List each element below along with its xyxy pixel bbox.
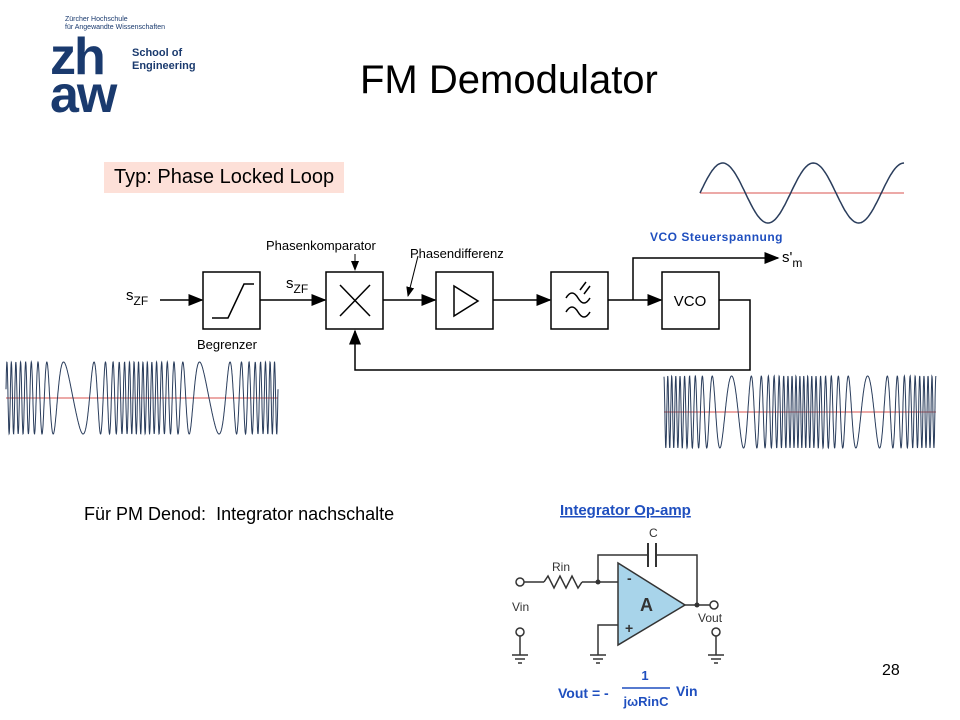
amp-gain-label: A <box>640 595 653 615</box>
logo-letters-bottom: aw <box>50 66 117 124</box>
integrator-title: Integrator Op-amp <box>560 502 691 519</box>
pm-note-text: Integrator nachschalte <box>216 504 395 524</box>
formula-denominator: jωRinC <box>623 694 670 709</box>
vco-control-sine <box>699 162 905 224</box>
vco-block <box>661 271 720 330</box>
input-signal-label: sZF <box>126 287 148 308</box>
op-amp-triangle <box>617 561 687 647</box>
resistor-rin <box>543 574 583 590</box>
integrator-schematic: Integrator Op-amp Rin Vin C - + A Vout V… <box>512 502 724 709</box>
page-number: 28 <box>882 662 900 679</box>
capacitor-label: C <box>649 526 658 540</box>
pm-note: Für PM Denod: Integrator nachschalte <box>84 504 394 525</box>
pm-note-prefix: Für PM Denod: <box>84 504 207 524</box>
logo-school-name: School of Engineering <box>132 47 196 72</box>
zhaw-logo: zh aw <box>50 28 117 124</box>
logo-institution-name: Zürcher Hochschule für Angewandte Wissen… <box>65 16 166 31</box>
vco-output-waveform <box>663 374 937 450</box>
demod-output-arrow <box>632 252 780 300</box>
limited-signal-label: sZF <box>286 275 308 296</box>
feedback-loop-arrow <box>349 299 751 371</box>
output-signal-label: s'm <box>782 249 802 270</box>
logo-letters-top: zh <box>50 28 106 86</box>
comparator-label: Phasenkomparator <box>266 238 377 253</box>
limiter-symbol <box>212 283 254 319</box>
vin-label: Vin <box>512 600 529 614</box>
integrator-formula: Vout = - 1 jωRinC Vin <box>558 668 698 709</box>
vco-block-label: VCO <box>674 293 707 310</box>
phase-diff-label: Phasendifferenz <box>410 246 504 261</box>
inverting-input-sign: - <box>627 570 632 586</box>
noninverting-input-sign: + <box>625 620 633 636</box>
vin-ground-terminal <box>515 627 525 637</box>
limiter-label: Begrenzer <box>197 337 258 352</box>
vco-control-label: VCO Steuerspannung <box>650 230 784 244</box>
amplifier-symbol <box>453 284 480 318</box>
vout-ground-terminal <box>711 627 721 637</box>
resistor-label: Rin <box>552 560 570 574</box>
amplifier-block <box>435 271 494 330</box>
formula-numerator: 1 <box>641 668 648 683</box>
fm-input-waveform <box>5 360 279 436</box>
limiter-block <box>202 271 261 330</box>
formula-lhs: Vout = - <box>558 685 609 701</box>
vin-terminal <box>515 577 525 587</box>
type-label-box: Typ: Phase Locked Loop <box>104 162 345 193</box>
phase-diff-pointer <box>406 255 419 297</box>
formula-rhs: Vin <box>676 683 698 699</box>
vout-terminal <box>709 600 719 610</box>
slide-title: FM Demodulator <box>360 58 658 102</box>
vout-label: Vout <box>698 611 723 625</box>
filter-symbol <box>565 292 591 304</box>
